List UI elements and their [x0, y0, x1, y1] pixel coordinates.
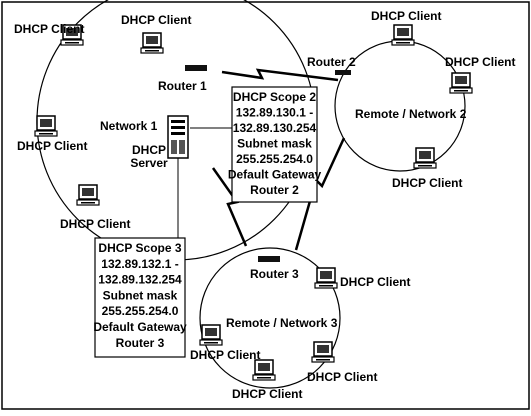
scope2-line-5: 255.255.254.0 — [236, 152, 313, 166]
scope3-line-7: Router 3 — [116, 336, 165, 350]
client5-pc-icon — [391, 24, 415, 46]
wan-link-r2-r3 — [294, 137, 346, 251]
scope3-line-4: Subnet mask — [103, 288, 178, 302]
scope2-line-2: 132.89.130.1 - — [236, 106, 313, 120]
scope2-line-3: 132.89.130.254 — [233, 121, 317, 135]
scope3-line-3: 132.89.132.254 — [98, 273, 182, 287]
client5-label: DHCP Client — [371, 9, 441, 23]
client2-label: DHCP Client — [121, 13, 191, 27]
client9-pc-icon — [199, 324, 223, 346]
client6-pc-icon — [449, 72, 473, 94]
client1-label: DHCP Client — [14, 22, 84, 36]
client10-label: DHCP Client — [307, 370, 377, 384]
router2-icon — [335, 70, 351, 75]
client8-pc-icon — [314, 267, 338, 289]
client11-pc-icon — [252, 359, 276, 381]
wan-link-r1-r2 — [221, 68, 339, 82]
wan-link-r1-r3 — [211, 167, 248, 247]
scope3-text: DHCP Scope 3 132.89.132.1 - 132.89.132.254… — [93, 241, 187, 350]
client3-pc-icon — [34, 115, 58, 137]
router3-icon — [258, 256, 280, 262]
client2-pc-icon — [140, 32, 164, 54]
diagram-frame — [1, 1, 530, 410]
router1-label: Router 1 — [158, 79, 207, 93]
scope2-line-6: Default Gateway — [228, 168, 322, 182]
network3-ring — [199, 247, 341, 389]
scope2-text: DHCP Scope 2 132.89.130.1 -132.89.130.254… — [228, 90, 322, 197]
client8-label: DHCP Client — [340, 275, 410, 289]
client4-pc-icon — [76, 184, 100, 206]
client6-label: DHCP Client — [445, 55, 515, 69]
client7-label: DHCP Client — [392, 176, 462, 190]
router2-label: Router 2 — [307, 55, 356, 69]
router3-label: Router 3 — [250, 267, 299, 281]
network1-label: Network 1 — [100, 119, 158, 133]
scope3-line-2: 132.89.132.1 - — [101, 257, 178, 271]
network3-label: Remote / Network 3 — [226, 316, 338, 330]
scope3-line-5: 255.255.254.0 — [102, 304, 179, 318]
scope2-line-4: Subnet mask — [237, 137, 312, 151]
network2-label: Remote / Network 2 — [355, 107, 467, 121]
client3-label: DHCP Client — [17, 139, 87, 153]
dhcp-server-icon — [167, 115, 189, 159]
client10-pc-icon — [311, 341, 335, 363]
client9-label: DHCP Client — [190, 348, 260, 362]
scope2-line-7: Router 2 — [250, 183, 299, 197]
client7-pc-icon — [413, 147, 437, 169]
router1-icon — [185, 65, 207, 71]
server-label-line2: Server — [130, 156, 168, 170]
scope2-box — [231, 86, 318, 203]
scope3-line-6: Default Gateway — [93, 320, 187, 334]
client4-label: DHCP Client — [60, 217, 130, 231]
scope3-box — [94, 237, 186, 358]
scope2-line-1: DHCP Scope 2 — [233, 90, 316, 104]
scope3-line-1: DHCP Scope 3 — [98, 241, 181, 255]
server-label-line1: DHCP — [132, 143, 166, 157]
client11-label: DHCP Client — [232, 387, 302, 401]
